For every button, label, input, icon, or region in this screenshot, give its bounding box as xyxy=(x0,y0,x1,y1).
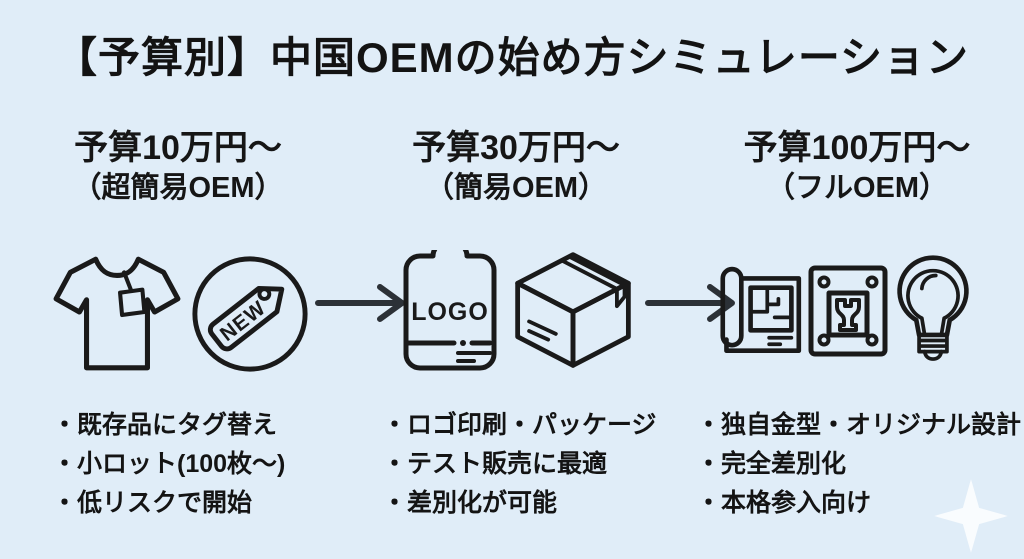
column3-oem-type: （フルOEM） xyxy=(765,172,949,204)
list-item: ・既存品にタグ替え xyxy=(52,411,278,439)
new-price-tag-icon: NEW xyxy=(188,252,312,376)
blueprint-icon xyxy=(712,258,804,360)
column3-header: 予算100万円〜 （フルOEM） xyxy=(697,126,1017,206)
list-item: ・独自金型・オリジナル設計 xyxy=(696,411,1022,439)
column1-bullet-list: ・既存品にタグ替え ・小ロット(100枚〜) ・低リスクで開始 xyxy=(52,406,285,523)
column2-header: 予算30万円〜 （簡易OEM） xyxy=(356,126,676,206)
column3-budget-heading: 予算100万円〜 xyxy=(743,129,971,167)
list-item: ・テスト販売に最適 xyxy=(382,450,608,478)
list-item: ・本格参入向け xyxy=(696,489,872,517)
tshirt-with-tag-icon xyxy=(50,246,184,380)
logo-patch-text: LOGO xyxy=(411,298,489,326)
column3-bullet-list: ・独自金型・オリジナル設計 ・完全差別化 ・本格参入向け xyxy=(696,406,1021,523)
column1-oem-type: （超簡易OEM） xyxy=(72,172,284,204)
list-item: ・ロゴ印刷・パッケージ xyxy=(382,411,657,439)
column1-header: 予算10万円〜 （超簡易OEM） xyxy=(18,126,338,206)
column1-budget-heading: 予算10万円〜 xyxy=(74,129,282,167)
mold-plate-icon xyxy=(806,262,890,360)
right-arrow-icon xyxy=(644,281,740,325)
column2-budget-heading: 予算30万円〜 xyxy=(412,129,620,167)
page-title: 【予算別】中国OEMの始め方シミュレーション xyxy=(55,34,969,81)
list-item: ・低リスクで開始 xyxy=(52,489,253,517)
column2-bullet-list: ・ロゴ印刷・パッケージ ・テスト販売に最適 ・差別化が可能 xyxy=(382,406,657,523)
logo-label-icon: LOGO xyxy=(400,250,500,374)
list-item: ・差別化が可能 xyxy=(382,489,558,517)
list-item: ・完全差別化 xyxy=(696,450,847,478)
column2-oem-type: （簡易OEM） xyxy=(424,172,608,204)
right-arrow-icon xyxy=(314,281,410,325)
shipping-box-icon xyxy=(510,244,636,376)
lightbulb-icon xyxy=(894,252,972,364)
list-item: ・小ロット(100枚〜) xyxy=(52,450,286,478)
